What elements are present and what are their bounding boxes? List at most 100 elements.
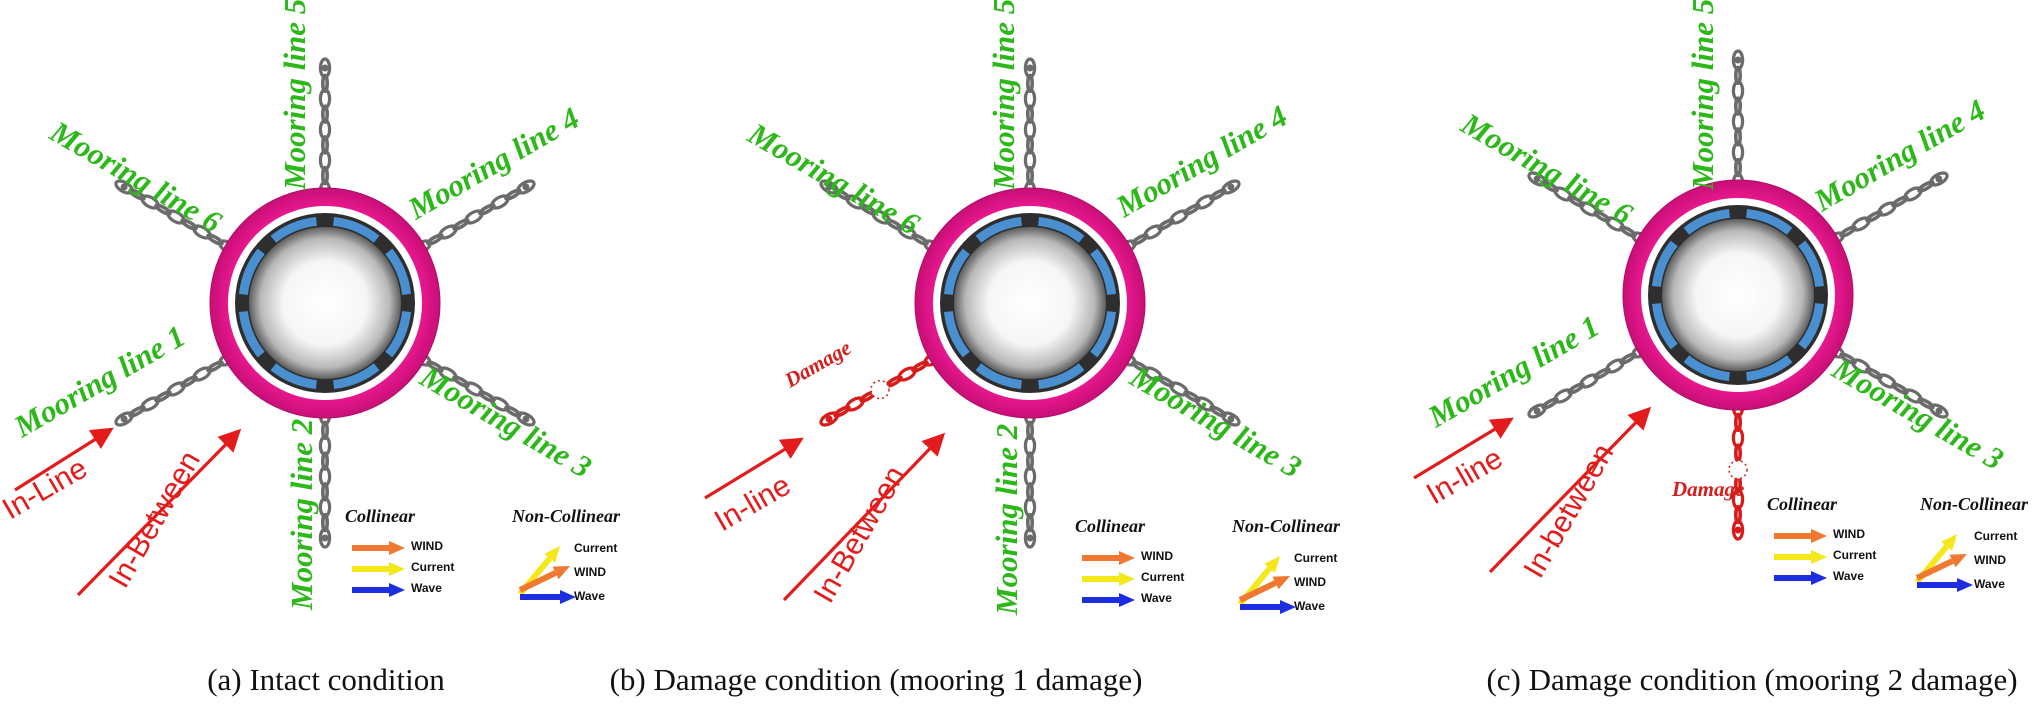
pontoon-segment [238,310,265,358]
in-between-arrow [782,432,946,602]
wind-arrow-icon-head [552,566,570,580]
chain-link [1026,135,1035,155]
mooring-line-3-label: Mooring line 3 [1124,358,1308,484]
chain-link [321,420,330,441]
chain-link [911,360,929,373]
wind-arrow-icon-head [1119,551,1135,565]
wind-arrow-icon [1082,551,1135,565]
pontoon-segment [332,216,380,243]
pontoon-segment [1798,240,1825,288]
chain-link [1183,390,1201,403]
current-arrow-icon [1774,550,1827,564]
chain-link [180,375,198,388]
mooring-chain-5 [318,57,332,202]
mooring-chain-6 [1527,171,1651,247]
in-between-arrow [1488,406,1652,574]
noncollinear-legend-item: Wave [574,589,605,603]
pontoon-segment [1090,248,1117,296]
chain-link [114,179,134,195]
anchor-point [825,415,833,423]
pontoon-segment [1651,240,1678,288]
chain-link [1541,397,1559,410]
mooring-chain-2 [1023,404,1037,549]
wind-arrow-icon-shaft [1915,558,1954,581]
collinear-legend-item: WIND [411,539,443,553]
in-between-label: In-Between [807,461,911,609]
pontoon-segment [270,216,318,243]
collinear-legend-title: Collinear [345,506,416,526]
platform [209,187,441,419]
collinear-legend-title: Collinear [1075,516,1146,536]
chain-link [1023,527,1037,549]
collinear-legend-title: Collinear [1767,494,1838,514]
anchor-point [522,415,530,423]
pontoon-segment [975,363,1023,390]
current-arrow-icon-head [1119,572,1135,586]
chain-link [1157,218,1175,231]
pontoon-segment [943,310,970,358]
anchor-point [522,183,530,191]
mooring-line-4-label: Mooring line 4 [1109,98,1293,224]
anchor-point [1734,526,1742,534]
pontoon-segment [1037,363,1085,390]
anchor-point [1227,415,1235,423]
pontoon-segment [385,310,412,358]
chain-link [321,165,330,186]
mooring-chain-1 [1527,343,1651,419]
mooring-line-6-label: Mooring line 6 [1455,105,1639,232]
wave-arrow-icon [1082,593,1135,607]
noncollinear-legend-item: Current [574,541,617,555]
chain-link [321,73,330,94]
chain-link [1734,443,1743,463]
pontoon-segment [1683,355,1731,382]
chain-link [1026,482,1035,502]
mooring-line-5-label: Mooring line 5 [986,0,1021,191]
wind-arrow-icon [518,566,570,593]
current-arrow-icon-head [544,546,560,563]
chain-link [1221,411,1241,427]
chain-link [1929,403,1949,419]
panel-caption: (c) Damage condition (mooring 2 damage) [1486,662,2017,697]
wave-arrow-icon-head [1280,600,1296,614]
in-line-arrow [704,437,804,500]
chain-link [318,57,332,79]
in-between-label: In-between [1517,438,1620,583]
chain-link [1734,65,1743,86]
chain-link [1917,397,1935,410]
chain-link [1026,451,1035,471]
chain-link [452,375,470,388]
noncollinear-legend-item: WIND [574,565,606,579]
platform-hull [249,227,401,379]
chain-link [1619,352,1637,365]
pontoon-segment [385,248,412,296]
mooring-line-2-label: Mooring line 2 [989,424,1024,616]
anchor-point [825,183,833,191]
chain-link [1891,382,1909,395]
mooring-chain-4 [412,179,536,255]
anchor-point [1734,56,1742,64]
noncollinear-legend-title: Non-Collinear [511,506,621,526]
chain-link [1527,403,1547,419]
damage-label: Damage [1671,477,1744,501]
mooring-chain-3 [1825,343,1949,419]
current-arrow-icon [1082,572,1135,586]
chain-link [1839,352,1857,365]
mooring-line-3-label: Mooring line 3 [414,358,598,484]
current-arrow-icon-head [1264,556,1280,573]
chain-link [478,203,496,216]
chain-link [1593,210,1611,223]
collinear-legend-item: Current [1833,548,1876,562]
chain-link [1731,519,1745,541]
wind-arrow-icon-head [1272,576,1290,590]
chain-link [1865,210,1883,223]
pontoon-segment [1651,302,1678,350]
current-arrow-icon-head [389,562,405,576]
chain-link [1026,104,1035,124]
collinear-legend-item: Wave [411,581,442,595]
chain-link [1731,49,1745,71]
chain-link [833,405,851,418]
anchor-point [1227,183,1235,191]
